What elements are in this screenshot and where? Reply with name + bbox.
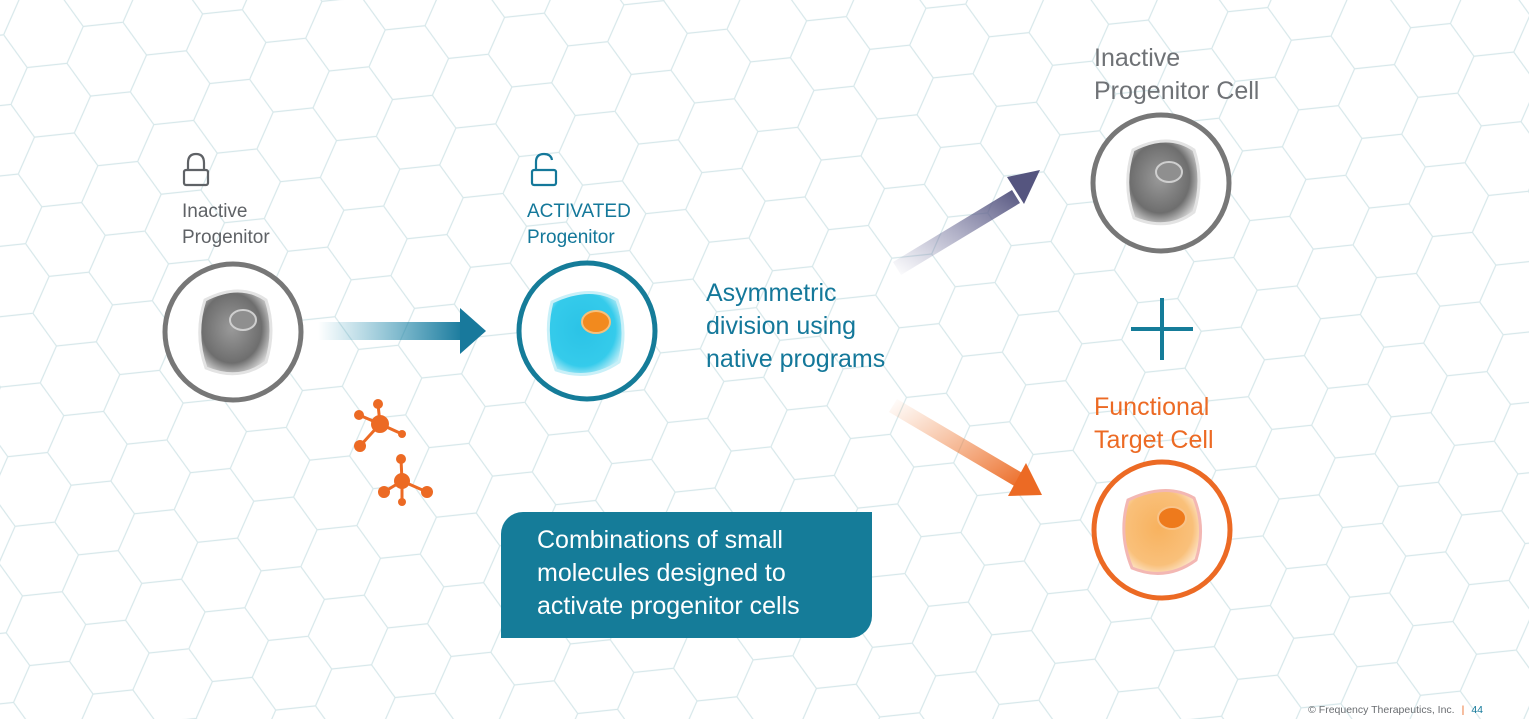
inactive-progenitor-cell-output: [1090, 112, 1232, 254]
text-line: native programs: [706, 345, 886, 373]
division-arrow-inactive: [893, 170, 1040, 275]
activated-progenitor-label: ACTIVATED Progenitor: [527, 199, 631, 251]
activation-arrow: [318, 308, 486, 354]
label-line: Progenitor: [182, 227, 270, 248]
functional-target-cell: [1091, 459, 1233, 601]
page-number: 44: [1471, 704, 1483, 716]
asymmetric-division-text: Asymmetric division using native program…: [706, 277, 885, 376]
division-arrow-target: [889, 399, 1042, 496]
footer-separator: |: [1461, 704, 1465, 716]
label-line: Inactive: [1094, 44, 1181, 72]
label-line: Functional: [1094, 393, 1210, 421]
callout-line: molecules designed to: [537, 559, 786, 587]
callout-line: Combinations of small: [537, 526, 783, 554]
small-molecule-icon: [378, 454, 433, 506]
plus-icon: [1131, 298, 1193, 360]
text-line: division using: [706, 312, 857, 340]
slide-footer: © Frequency Therapeutics, Inc. | 44: [1308, 704, 1483, 716]
label-line: ACTIVATED: [527, 201, 631, 222]
label-line: Inactive: [182, 201, 248, 222]
text-line: Asymmetric: [706, 279, 837, 307]
inactive-progenitor-cell: [162, 261, 304, 403]
label-line: Progenitor Cell: [1094, 77, 1260, 105]
small-molecule-icon: [354, 399, 406, 452]
lock-closed-icon: [182, 152, 210, 187]
activated-progenitor-cell: [516, 260, 658, 402]
functional-target-cell-label: Functional Target Cell: [1094, 391, 1214, 457]
label-line: Progenitor: [527, 227, 615, 248]
label-line: Target Cell: [1094, 426, 1214, 454]
inactive-progenitor-cell-label: Inactive Progenitor Cell: [1094, 42, 1259, 108]
lock-open-icon: [530, 152, 558, 187]
inactive-progenitor-label: Inactive Progenitor: [182, 199, 270, 251]
small-molecules-callout: Combinations of small molecules designed…: [501, 512, 872, 638]
callout-line: activate progenitor cells: [537, 592, 800, 620]
copyright-text: © Frequency Therapeutics, Inc.: [1308, 704, 1455, 716]
